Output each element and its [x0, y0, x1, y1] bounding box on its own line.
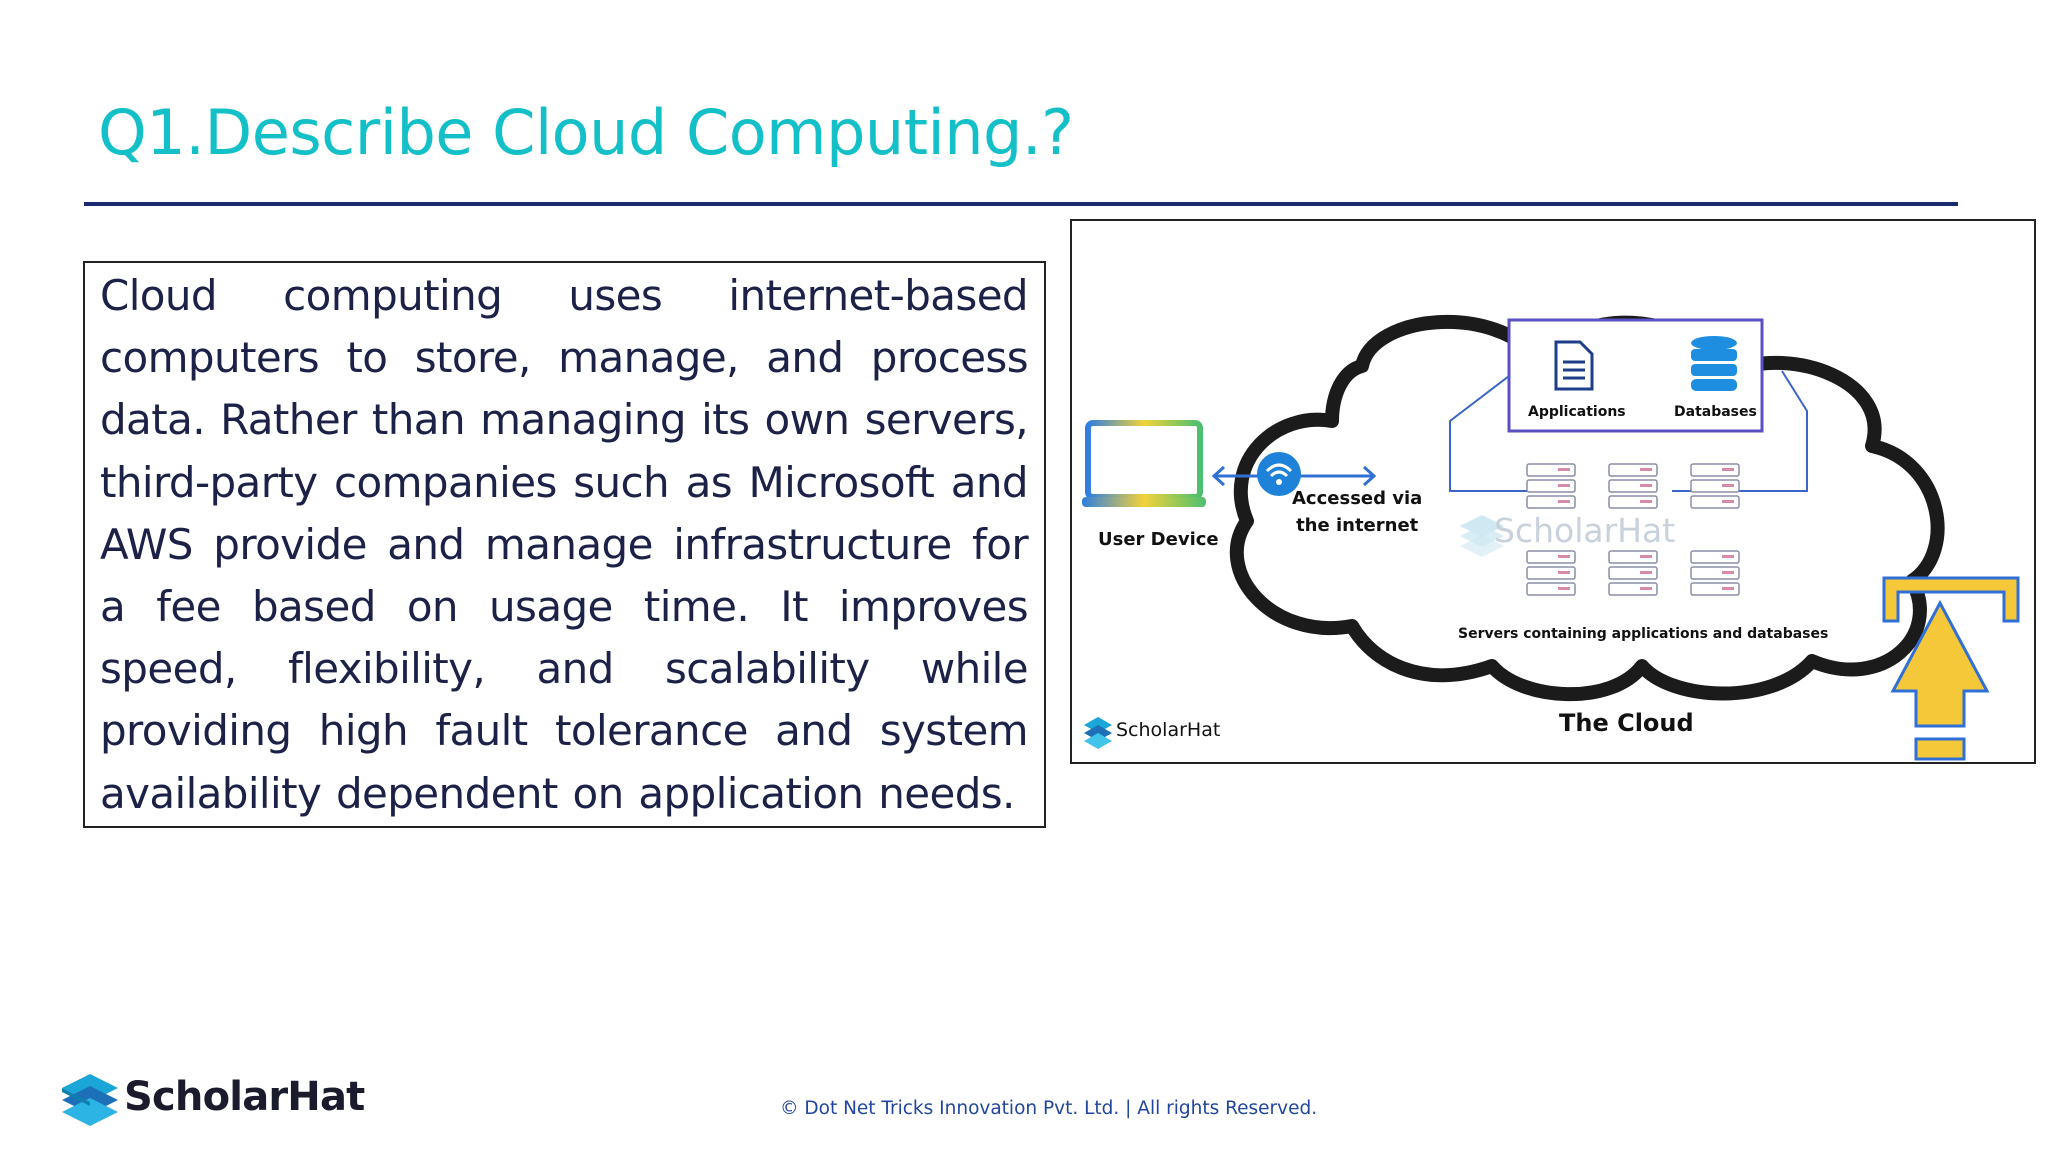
cloud-diagram: User Device Accessed via the internet Ap… [1070, 219, 2036, 764]
database-icon [1691, 336, 1737, 391]
server-icon [1526, 463, 1740, 596]
title-divider [84, 202, 1958, 206]
upload-arrow-icon [1882, 576, 2020, 761]
cloud-diagram-graphic [1082, 314, 2020, 761]
slide-title: Q1.Describe Cloud Computing.? [98, 96, 1074, 169]
laptop-icon [1082, 420, 1206, 507]
access-label-line2: the internet [1296, 515, 1419, 536]
footer-logo-text: ScholarHat [124, 1074, 365, 1120]
diagram-logo-icon [1084, 717, 1112, 749]
description-box: Cloud computing uses internet-based comp… [83, 261, 1046, 828]
scholarhat-logo-icon [62, 1074, 118, 1126]
user-device-label: User Device [1098, 529, 1219, 550]
cloud-label: The Cloud [1559, 709, 1694, 737]
servers-label: Servers containing applications and data… [1458, 626, 1829, 642]
watermark-logo-icon [1460, 515, 1504, 557]
access-label-line1: Accessed via [1292, 488, 1423, 509]
applications-label: Applications [1528, 404, 1626, 420]
document-icon [1554, 340, 1594, 391]
diagram-logo-text: ScholarHat [1116, 719, 1221, 741]
access-label: Accessed via the internet [1292, 485, 1422, 539]
description-text: Cloud computing uses internet-based comp… [100, 271, 1029, 818]
connection-arrows [1211, 465, 1377, 487]
watermark-text: ScholarHat [1494, 511, 1676, 550]
databases-label: Databases [1674, 404, 1757, 420]
wifi-icon [1257, 452, 1301, 496]
footer-copyright: © Dot Net Tricks Innovation Pvt. Ltd. | … [780, 1098, 1318, 1119]
